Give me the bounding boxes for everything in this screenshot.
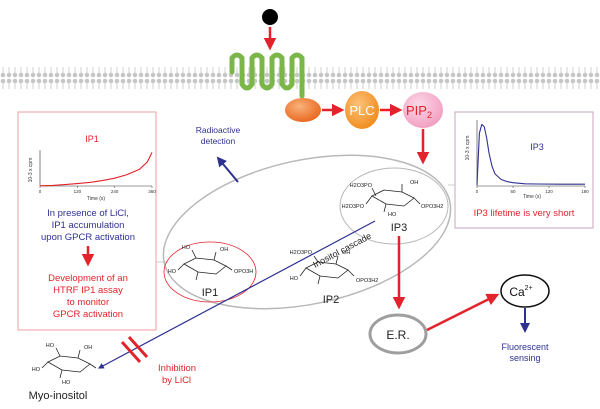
ip3-molecule bbox=[365, 184, 421, 213]
ip1-chart-x-tick-label: 0 bbox=[39, 189, 42, 194]
inhibition-label-2: by LiCl bbox=[162, 375, 191, 386]
ip1-label: IP1 bbox=[202, 287, 219, 299]
ip3-chart-ylabel: 10-3 x cpm bbox=[465, 136, 471, 161]
ip3-group-4: HO bbox=[388, 212, 397, 218]
pip2-node bbox=[403, 92, 443, 128]
radioactive-label-2: detection bbox=[201, 136, 236, 146]
ip1-ellipse bbox=[163, 241, 257, 303]
ip1-chart-title: IP1 bbox=[85, 134, 99, 144]
ip1-red-line-2: HTRF IP1 assay bbox=[53, 285, 123, 296]
ligand-dot bbox=[262, 9, 278, 25]
calcium-node bbox=[500, 274, 550, 308]
ip2-group-2: OH bbox=[342, 250, 350, 256]
plc-node bbox=[345, 91, 379, 129]
myo-inositol-molecule bbox=[41, 347, 97, 379]
radioactive-arrow bbox=[216, 156, 239, 183]
ip3-chart-x-tick-label: 120 bbox=[545, 189, 553, 194]
ip1-chart-series-line bbox=[39, 152, 153, 187]
myo-group-1: HO bbox=[46, 343, 55, 349]
ip2-molecule bbox=[299, 255, 355, 285]
calcium-label: Ca2+ bbox=[509, 285, 532, 299]
ip1-red-line-4: GPCR activation bbox=[53, 309, 123, 320]
ip3-chart-series-line bbox=[476, 123, 585, 185]
ip3-chart-x-tick-label: 60 bbox=[510, 189, 516, 194]
ip1-blue-line-2: IP1 accumulation bbox=[52, 220, 125, 231]
fluorescent-label-1: Fluorescent bbox=[501, 342, 549, 352]
ip1-chart: 0 120 240 360 bbox=[39, 150, 156, 194]
ip1-chart-x-tick-label: 120 bbox=[74, 189, 82, 194]
inhibition-bar-2 bbox=[127, 335, 149, 359]
ip3-group-3: H2O3PO bbox=[342, 204, 365, 210]
ip3-chart-x-tick-label: 0 bbox=[476, 189, 479, 194]
ip1-chart-ylabel: 10-3 x cpm bbox=[28, 158, 34, 183]
ip3-panel bbox=[454, 111, 594, 229]
ip1-group-3: HO bbox=[168, 269, 177, 275]
myo-group-3: HO bbox=[32, 367, 41, 373]
ip1-panel bbox=[17, 111, 157, 331]
inhibition-bar-1 bbox=[120, 340, 142, 364]
plc-label: PLC bbox=[349, 103, 374, 118]
radioactive-label-1: Radioactive bbox=[196, 125, 241, 135]
ip1-red-line-3: to monitor bbox=[67, 297, 109, 308]
ip3-chart: 0 60 120 180 bbox=[476, 120, 589, 194]
ip1-chart-xlabel: Time (s) bbox=[87, 196, 105, 202]
ip1-molecule bbox=[177, 249, 233, 281]
ip1-group-1: HO bbox=[182, 245, 191, 251]
ip2-group-1: H2O3PO bbox=[290, 250, 313, 256]
ip3-caption: IP3 lifetime is very short bbox=[474, 208, 575, 219]
ip1-chart-x-tick-label: 240 bbox=[111, 189, 119, 194]
ip3-group-5: OPO3H2 bbox=[421, 204, 443, 210]
ip2-label: IP2 bbox=[323, 294, 340, 306]
er-to-calcium-arrow bbox=[426, 293, 500, 332]
ip1-blue-line-3: upon GPCR activation bbox=[41, 232, 135, 243]
fluorescent-label-2: sensing bbox=[509, 353, 540, 363]
ip1-red-line-1: Development of an bbox=[48, 273, 128, 284]
ip1-chart-x-tick-label: 360 bbox=[148, 189, 156, 194]
ip3-label: IP3 bbox=[391, 222, 408, 234]
inositol-cascade-arrow bbox=[97, 220, 376, 369]
ip3-group-1: H2O3PO bbox=[350, 183, 373, 189]
er-node bbox=[368, 313, 428, 355]
ip1-group-2: OH bbox=[220, 247, 228, 253]
ip3-chart-x-tick-label: 180 bbox=[581, 189, 589, 194]
ip3-chart-title: IP3 bbox=[530, 142, 544, 152]
inhibition-label-1: Inhibition bbox=[158, 363, 196, 374]
myo-inositol-label: Myo-inositol bbox=[29, 390, 88, 402]
ip2-group-4: OPO3H2 bbox=[356, 278, 378, 284]
ip3-ellipse bbox=[339, 167, 449, 245]
ip3-group-2: OH bbox=[410, 180, 418, 186]
ip1-group-4: OPO3H bbox=[234, 269, 253, 275]
g-protein bbox=[285, 98, 321, 122]
gpcr-receptor bbox=[229, 52, 305, 99]
ip3-chart-xlabel: Time (s) bbox=[523, 194, 541, 200]
inositol-cascade-ellipse bbox=[162, 154, 452, 310]
myo-group-2: OH bbox=[84, 345, 92, 351]
ip1-blue-line-1: In presence of LiCl, bbox=[47, 208, 129, 219]
ip2-group-3: HO bbox=[290, 276, 299, 282]
er-label: E.R. bbox=[386, 328, 409, 342]
myo-group-4: HO bbox=[62, 380, 71, 386]
pip2-label: PIP2 bbox=[406, 103, 432, 120]
